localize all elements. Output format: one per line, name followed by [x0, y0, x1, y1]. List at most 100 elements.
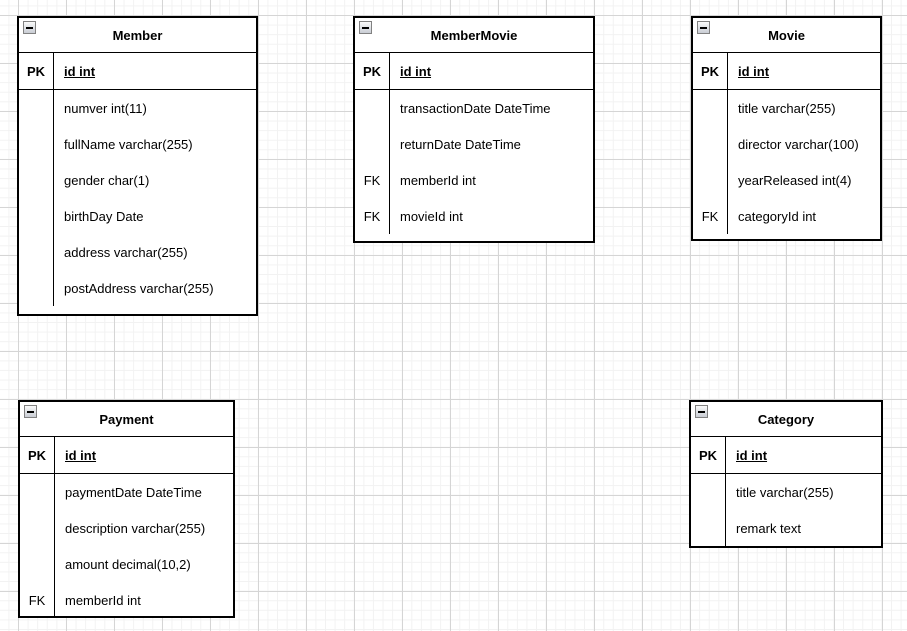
entity-rows: PK id int paymentDate DateTime description … — [20, 437, 233, 616]
field-row[interactable]: FK categoryId int — [693, 198, 880, 234]
field-cell: id int — [65, 447, 97, 463]
minus-glyph — [27, 410, 34, 413]
field-row[interactable]: description varchar(255) — [20, 510, 233, 546]
field-row[interactable]: FK memberId int — [20, 582, 233, 616]
key-cell: FK — [20, 582, 55, 616]
entity-header: MemberMovie — [355, 18, 593, 53]
key-cell — [19, 162, 54, 198]
field-row[interactable]: paymentDate DateTime — [20, 474, 233, 510]
field-cell: birthDay Date — [64, 208, 144, 224]
key-cell — [691, 474, 726, 510]
entity-title: Category — [757, 411, 815, 427]
entity-category[interactable]: Category PK id int title varchar(255) remar… — [689, 400, 883, 548]
field-cell: id int — [736, 447, 768, 463]
minus-glyph — [700, 26, 707, 29]
key-cell — [19, 126, 54, 162]
minus-glyph — [698, 410, 705, 413]
key-cell — [693, 90, 728, 126]
entity-header: Member — [19, 18, 256, 53]
field-row[interactable]: FK memberId int — [355, 162, 593, 198]
field-cell: id int — [400, 63, 432, 79]
primary-key-row[interactable]: PK id int — [20, 437, 233, 474]
field-row[interactable]: title varchar(255) — [693, 90, 880, 126]
key-cell — [19, 90, 54, 126]
field-cell: description varchar(255) — [65, 520, 206, 536]
collapse-minus-icon[interactable] — [695, 405, 708, 418]
field-cell: director varchar(100) — [738, 136, 859, 152]
field-row[interactable]: title varchar(255) — [691, 474, 881, 510]
field-cell: paymentDate DateTime — [65, 484, 202, 500]
field-cell: title varchar(255) — [736, 484, 834, 500]
field-cell: gender char(1) — [64, 172, 150, 188]
field-row[interactable]: remark text — [691, 510, 881, 546]
key-cell — [693, 162, 728, 198]
primary-key-row[interactable]: PK id int — [691, 437, 881, 474]
key-cell — [20, 546, 55, 582]
key-cell — [19, 198, 54, 234]
key-cell — [20, 474, 55, 510]
key-cell: PK — [355, 53, 390, 89]
field-row[interactable]: amount decimal(10,2) — [20, 546, 233, 582]
field-cell: yearReleased int(4) — [738, 172, 852, 188]
field-cell: memberId int — [400, 172, 476, 188]
field-cell: memberId int — [65, 592, 141, 608]
key-cell — [19, 234, 54, 270]
entity-title: Movie — [768, 27, 805, 43]
entity-filler — [19, 306, 256, 314]
field-row[interactable]: yearReleased int(4) — [693, 162, 880, 198]
field-row[interactable]: FK movieId int — [355, 198, 593, 234]
field-row[interactable]: director varchar(100) — [693, 126, 880, 162]
field-row[interactable]: numver int(11) — [19, 90, 256, 126]
field-cell: address varchar(255) — [64, 244, 188, 260]
minus-glyph — [26, 26, 33, 29]
entity-header: Movie — [693, 18, 880, 53]
key-cell — [19, 270, 54, 306]
entity-title: MemberMovie — [430, 27, 518, 43]
key-cell — [355, 126, 390, 162]
key-cell: FK — [355, 198, 390, 234]
entity-title: Member — [112, 27, 163, 43]
entity-payment[interactable]: Payment PK id int paymentDate DateTime desc… — [18, 400, 235, 618]
collapse-minus-icon[interactable] — [697, 21, 710, 34]
field-cell: returnDate DateTime — [400, 136, 521, 152]
collapse-minus-icon[interactable] — [24, 405, 37, 418]
field-cell: id int — [738, 63, 770, 79]
key-cell — [691, 510, 726, 546]
entity-title: Payment — [99, 411, 154, 427]
field-row[interactable]: returnDate DateTime — [355, 126, 593, 162]
entity-header: Category — [691, 402, 881, 437]
entity-rows: PK id int transactionDate DateTime returnDa… — [355, 53, 593, 241]
key-cell: PK — [20, 437, 55, 473]
primary-key-row[interactable]: PK id int — [693, 53, 880, 90]
key-cell: PK — [693, 53, 728, 89]
field-cell: movieId int — [400, 208, 463, 224]
entity-header: Payment — [20, 402, 233, 437]
key-cell: FK — [693, 198, 728, 234]
collapse-minus-icon[interactable] — [23, 21, 36, 34]
field-row[interactable]: transactionDate DateTime — [355, 90, 593, 126]
field-cell: categoryId int — [738, 208, 817, 224]
key-cell: PK — [691, 437, 726, 473]
field-row[interactable]: address varchar(255) — [19, 234, 256, 270]
field-row[interactable]: postAddress varchar(255) — [19, 270, 256, 306]
field-cell: amount decimal(10,2) — [65, 556, 191, 572]
field-row[interactable]: fullName varchar(255) — [19, 126, 256, 162]
entity-filler — [355, 234, 593, 241]
entity-movie[interactable]: Movie PK id int title varchar(255) director… — [691, 16, 882, 241]
collapse-minus-icon[interactable] — [359, 21, 372, 34]
field-cell: numver int(11) — [64, 100, 147, 116]
field-row[interactable]: gender char(1) — [19, 162, 256, 198]
entity-membermovie[interactable]: MemberMovie PK id int transactionDate Date… — [353, 16, 595, 243]
entity-rows: PK id int title varchar(255) director varch… — [693, 53, 880, 239]
key-cell: FK — [355, 162, 390, 198]
field-row[interactable]: birthDay Date — [19, 198, 256, 234]
key-cell: PK — [19, 53, 54, 89]
key-cell — [693, 126, 728, 162]
primary-key-row[interactable]: PK id int — [355, 53, 593, 90]
entity-filler — [693, 234, 880, 239]
field-cell: fullName varchar(255) — [64, 136, 193, 152]
